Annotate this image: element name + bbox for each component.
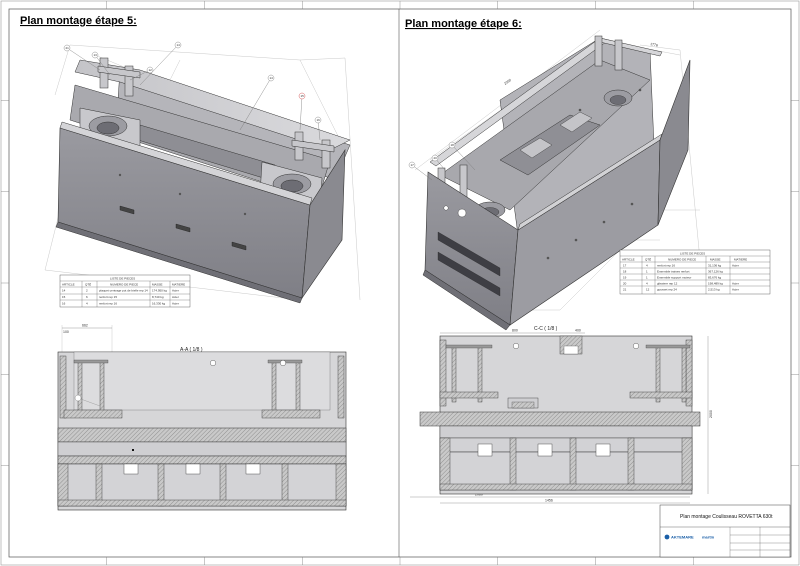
bom-right-h-mass: MASSE <box>710 258 721 262</box>
balloon-r-20: 20 <box>434 156 438 160</box>
bom-right-cell: 2,513 kg <box>708 288 720 292</box>
bom-right-cell: Acier <box>732 288 739 292</box>
balloon-14a: 14 <box>177 43 181 47</box>
dim-right-bottom-b: 1456 <box>545 499 553 503</box>
balloon-21: 21 <box>66 46 70 50</box>
bom-right-cell: gousset rep 24 <box>657 288 677 292</box>
bom-left-cell: 4 <box>86 302 88 306</box>
bom-right-cell: 21 <box>623 288 627 292</box>
section-label-aa: A-A ( 1/8 ) <box>180 347 203 353</box>
bom-left-cell: plaquet centrage pot de bielle rep 14 <box>99 289 148 293</box>
bom-right-title: LISTE DE PIECES <box>680 252 705 256</box>
right-isometric-view: 2360 1778 <box>408 29 701 403</box>
bom-left-cell: 2 <box>86 289 88 293</box>
bom-right-cell: renfort rep 16 <box>657 264 675 268</box>
bom-right-cell: 17 <box>623 264 627 268</box>
bom-right-cell: Acier <box>732 282 739 286</box>
dim-right-top-b: 400 <box>575 329 581 333</box>
bom-right-cell: 4 <box>646 282 648 286</box>
bom-left-title: LISTE DE PIECES <box>110 277 135 281</box>
dim-iso-a: 2360 <box>503 78 512 86</box>
bom-right-cell: 83,676 kg <box>708 276 722 280</box>
bom-right-cell: Ensemble traises renfort <box>657 270 690 274</box>
section-label-cc: C-C ( 1/8 ) <box>534 326 558 332</box>
bom-right-cell: Ensemble support moteur <box>657 276 691 280</box>
bom-right-h-material: MATIERE <box>734 258 747 262</box>
right-parts-list: LISTE DE PIECES ARTICLE QTÉ NUMERO DE PI… <box>619 249 771 295</box>
bom-right-cell: 367,126 kg <box>708 270 723 274</box>
dim-right-height: 2000 <box>709 410 713 418</box>
balloon-r-17: 17 <box>411 163 415 167</box>
bom-right-h-article: ARTICLE <box>622 258 635 262</box>
balloon-13: 13 <box>94 53 98 57</box>
bom-right-cell: 198,489 kg <box>708 282 723 286</box>
bom-left-rows: 14 2 plaquet centrage pot de bielle rep 14… <box>62 289 179 306</box>
bom-right-cell: 18 <box>623 270 627 274</box>
bom-right-cell: 12 <box>646 288 650 292</box>
left-section-view: A-A ( 1/8 ) 662 100 <box>57 324 347 511</box>
dim-left-top: 662 <box>82 324 88 328</box>
bom-right-cell: 1 <box>646 276 648 280</box>
bom-left-h-material: MATIERE <box>172 283 185 287</box>
right-section-view: C-C ( 1/8 ) 800 400 2000 2060 1456 <box>410 326 713 504</box>
bom-right-cell: 31,136 kg <box>708 264 722 268</box>
title-block: Plan montage Coulisseau ROVETTA 630t AKT… <box>659 504 791 558</box>
left-title: Plan montage étape 5: <box>20 15 137 27</box>
balloon-15: 15 <box>301 94 305 98</box>
balloon-12: 12 <box>149 68 153 72</box>
bom-left-cell: Acier <box>172 295 179 299</box>
bom-right-cell: glissiere rep 12 <box>657 282 678 286</box>
bom-left-h-part: NUMERO DE PIECE <box>110 283 138 287</box>
bom-right-h-part: NUMERO DE PIECE <box>668 258 696 262</box>
bom-left-cell: 6 <box>86 295 88 299</box>
dim-right-top-a: 800 <box>512 329 518 333</box>
balloon-16: 16 <box>317 118 321 122</box>
bom-left-cell: Acier <box>172 302 179 306</box>
dim-iso-b: 1778 <box>650 42 658 48</box>
bom-right-cell: 20 <box>623 282 627 286</box>
bom-left-cell: 15 <box>62 295 66 299</box>
dim-right-bottom-a: 2060 <box>475 493 483 497</box>
left-parts-list: LISTE DE PIECES ARTICLE QTÉ NUMERO DE PI… <box>59 274 191 308</box>
balloon-r-18: 18 <box>451 143 455 147</box>
bom-left-cell: 16 <box>62 302 66 306</box>
bom-right-cell: 4 <box>646 264 648 268</box>
brand-name: martin <box>702 535 715 540</box>
bom-right-cell: 19 <box>623 276 627 280</box>
bom-left-cell: 174,950 kg <box>152 289 167 293</box>
right-title: Plan montage étape 6: <box>405 18 522 30</box>
bom-left-h-article: ARTICLE <box>62 283 75 287</box>
bom-left-cell: Acier <box>172 289 179 293</box>
balloon-14b: 14 <box>270 76 274 80</box>
bom-right-cell: 1 <box>646 270 648 274</box>
bom-left-h-qty: QTÉ <box>85 282 91 287</box>
bom-left-cell: 14 <box>62 289 66 293</box>
bom-right-h-qty: QTÉ <box>645 257 651 262</box>
bom-left-h-mass: MASSE <box>152 283 163 287</box>
bom-left-cell: renfort rep 15 <box>99 295 117 299</box>
drawing-title: Plan montage Coulisseau ROVETTA 630t <box>680 514 773 520</box>
left-isometric-view: 21 13 12 14 14 15 16 <box>44 41 361 304</box>
bom-right-cell: Acier <box>732 264 739 268</box>
company-name: AKTEMARE <box>671 535 694 540</box>
bom-left-cell: renfort rep 16 <box>99 302 117 306</box>
bom-left-cell: 16,330 kg <box>152 302 166 306</box>
dim-left-small: 100 <box>63 330 69 334</box>
bom-left-cell: 8,740 kg <box>152 295 164 299</box>
